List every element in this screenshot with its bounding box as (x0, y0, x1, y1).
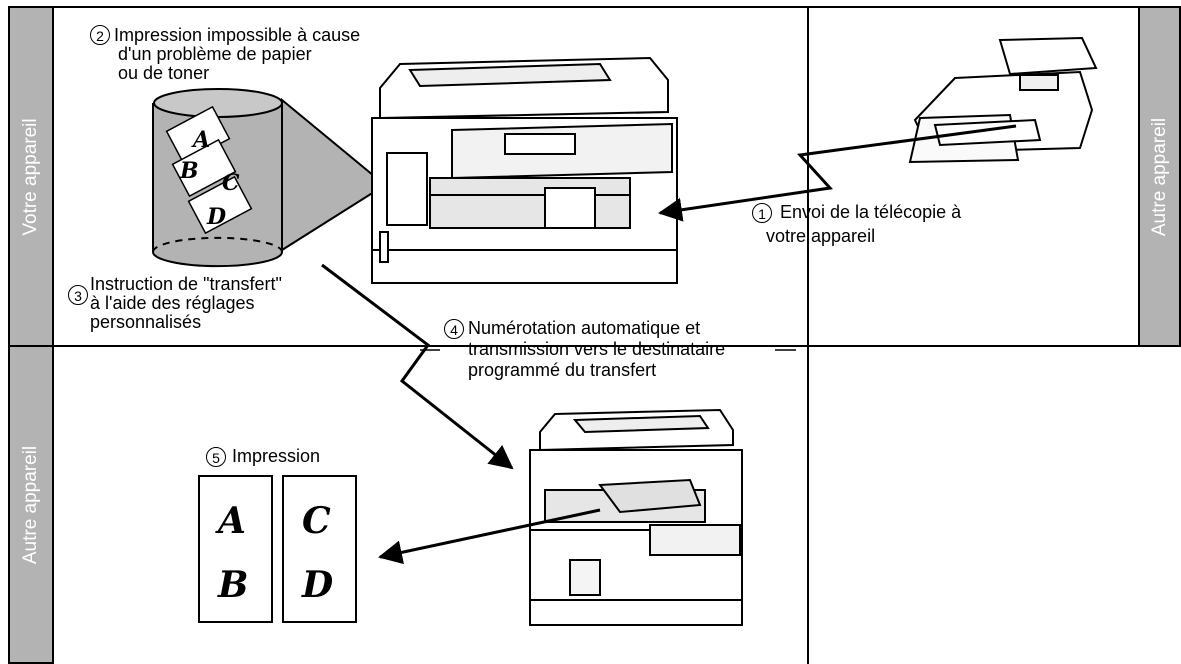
frame-lines (54, 6, 1138, 664)
printed-letter-d: D (301, 564, 333, 606)
caption-step-5: 5 Impression (206, 446, 321, 467)
caption-step-4-line-1: Numérotation automatique et (468, 318, 701, 338)
step-2-number: 2 (90, 25, 110, 45)
step-4-number: 4 (444, 319, 464, 339)
printed-letter-c: C (302, 500, 331, 542)
band-votre-appareil: Votre appareil (8, 6, 54, 347)
caption-step-3-line-2: à l'aide des réglages (90, 293, 255, 313)
copier-main (371, 56, 678, 284)
caption-step-1-line-1: Envoi de la télécopie à (780, 202, 962, 222)
caption-step-2: 2 Impression impossible à cause d'un pro… (90, 25, 361, 83)
printed-letter-b: B (217, 564, 248, 606)
band-autre-appareil-bottom: Autre appareil (8, 345, 54, 664)
caption-step-4-line-3: programmé du transfert (468, 360, 657, 380)
memory-letter-c: C (222, 170, 240, 196)
step-1-number: 1 (752, 203, 772, 223)
caption-step-3-line-3: personnalisés (90, 312, 202, 332)
memory-cylinder: A B C D (152, 88, 387, 268)
memory-letter-d: D (206, 204, 226, 230)
caption-step-2-line-1: Impression impossible à cause (114, 25, 361, 45)
band-autre-appareil-right: Autre appareil (1138, 6, 1181, 347)
copier-remote (529, 408, 743, 626)
caption-step-4-line-2: transmission vers le destinataire (468, 339, 726, 359)
caption-step-4: 4 Numérotation automatique et transmissi… (444, 319, 725, 380)
caption-step-3: 3 Instruction de "transfert" à l'aide de… (68, 275, 282, 332)
memory-letter-b: B (179, 158, 199, 184)
step-5-number: 5 (206, 447, 226, 467)
printed-letter-a: A (215, 500, 246, 542)
arrow-print-output (378, 508, 601, 565)
caption-step-5-line-1: Impression (232, 446, 321, 466)
caption-step-1: 1 Envoi de la télécopie à votre appareil (752, 203, 961, 246)
memory-letter-a: A (191, 127, 210, 153)
caption-step-2-line-2: d'un problème de papier (118, 44, 312, 64)
arrow-transfer (321, 263, 514, 470)
memory-sheet-3 (187, 175, 253, 235)
caption-step-1-line-2: votre appareil (766, 226, 876, 246)
fax-machine (908, 36, 1098, 164)
memory-sheet-2 (171, 138, 237, 198)
caption-step-3-line-1: Instruction de "transfert" (90, 274, 282, 294)
printed-page-cd: C D (282, 475, 357, 623)
printed-page-ab: A B (198, 475, 273, 623)
step-3-number: 3 (68, 285, 88, 305)
arrow-fax-to-copier (658, 124, 1017, 222)
caption-step-2-line-3: ou de toner (118, 63, 210, 83)
